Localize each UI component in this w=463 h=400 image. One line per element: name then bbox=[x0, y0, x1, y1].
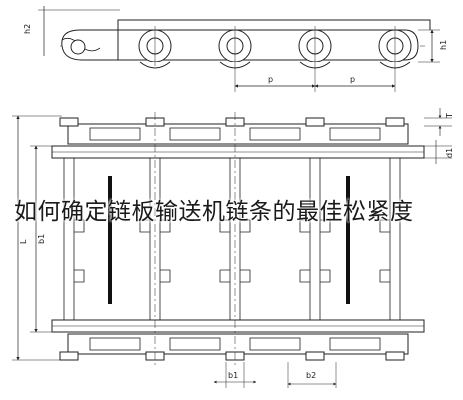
dim-pitch-1: p bbox=[268, 75, 273, 84]
dim-h2: h2 bbox=[23, 24, 32, 34]
dim-pitch-2: p bbox=[350, 75, 355, 84]
caption-overlay: 如何确定链板输送机链条的最佳松紧度 bbox=[14, 199, 414, 225]
lower-lugs bbox=[139, 61, 411, 69]
dim-h1: h1 bbox=[439, 40, 448, 50]
dim-b1-bottom: b1 bbox=[228, 371, 238, 380]
dim-t: T bbox=[445, 113, 454, 119]
dim-b2: b2 bbox=[306, 371, 316, 380]
side-view bbox=[38, 6, 440, 92]
plan-view bbox=[12, 108, 452, 388]
dim-l: L bbox=[19, 239, 28, 244]
dim-d1: d1 bbox=[445, 148, 454, 158]
dim-b1: b1 bbox=[37, 234, 46, 244]
